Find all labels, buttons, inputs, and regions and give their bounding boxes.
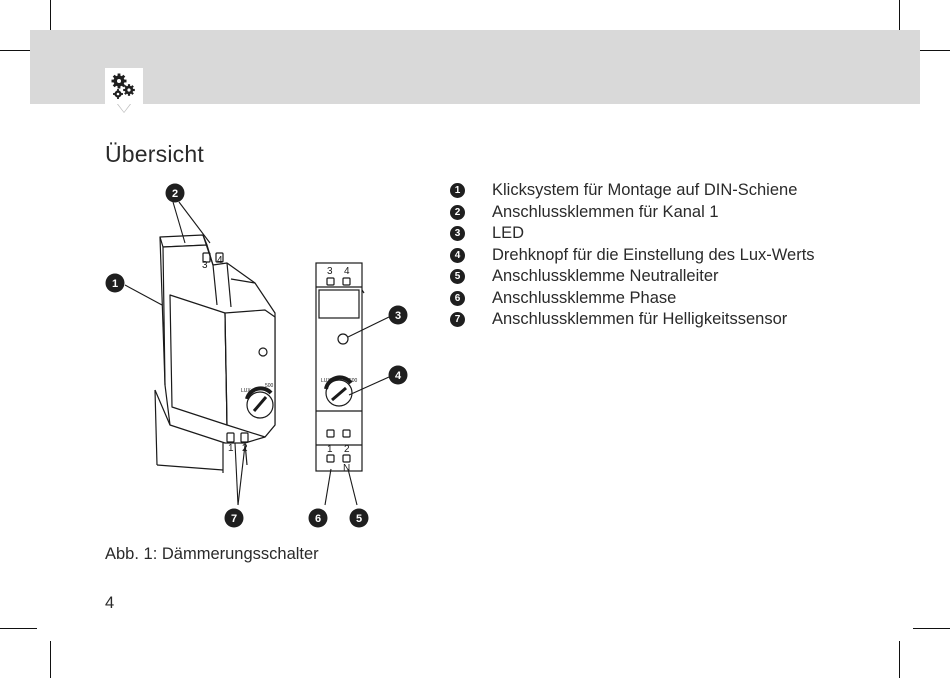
- badge-pointer: [118, 104, 130, 112]
- page-title: Übersicht: [105, 141, 204, 167]
- legend-text: LED: [492, 224, 525, 243]
- bottom-terminal-label-1: 1: [228, 443, 234, 454]
- gears-icon: [111, 73, 135, 99]
- svg-text:4: 4: [395, 370, 402, 382]
- legend-text: Anschlussklemmen für Kanal 1: [492, 202, 719, 221]
- page-number: 4: [105, 594, 115, 612]
- device-figure: 3 4 LUX 500 1 2 3 4 LUX 500 1: [95, 175, 425, 535]
- front-terminal-label-3: 3: [327, 266, 333, 277]
- lux-label: LUX: [241, 388, 251, 394]
- front-bottom-label-2: 2: [344, 444, 350, 455]
- svg-text:2: 2: [172, 188, 178, 200]
- device-illustration: 3 4 LUX 500 1 2 3 4 LUX 500 1: [105, 183, 408, 528]
- svg-text:6: 6: [315, 513, 321, 525]
- crop-mark: [50, 0, 51, 37]
- crop-mark: [899, 641, 900, 678]
- legend-item: 3 LED: [450, 223, 815, 245]
- callout-5: 5: [349, 508, 369, 528]
- crop-mark: [913, 628, 950, 629]
- front-neutral-label: N: [343, 463, 350, 474]
- legend-number-badge: 6: [450, 290, 465, 306]
- legend-item: 7 Anschlussklemmen für Helligkeitssensor: [450, 309, 815, 331]
- svg-text:1: 1: [112, 278, 118, 290]
- legend-item: 6 Anschlussklemme Phase: [450, 288, 815, 310]
- front-terminal-label-4: 4: [344, 266, 350, 277]
- terminal-label-3: 3: [202, 260, 208, 271]
- legend-number-badge: 4: [450, 247, 465, 263]
- crop-mark: [50, 641, 51, 678]
- header-band: [30, 30, 920, 104]
- legend-item: 4 Drehknopf für die Einstellung des Lux-W…: [450, 245, 815, 267]
- callout-7: 7: [224, 508, 244, 528]
- legend-number-badge: 3: [450, 226, 465, 242]
- crop-mark: [913, 50, 950, 51]
- legend-item: 1 Klicksystem für Montage auf DIN-Schiene: [450, 180, 815, 202]
- section-badge: [105, 68, 143, 104]
- front-lux-max-label: 500: [349, 378, 358, 384]
- callout-1: 1: [105, 273, 125, 293]
- legend-number-badge: 7: [450, 312, 465, 328]
- legend-text: Klicksystem für Montage auf DIN-Schiene: [492, 181, 798, 200]
- legend-item: 2 Anschlussklemmen für Kanal 1: [450, 202, 815, 224]
- legend-number-badge: 5: [450, 269, 465, 285]
- crop-mark: [0, 628, 37, 629]
- crop-mark: [899, 0, 900, 37]
- svg-text:3: 3: [395, 310, 401, 322]
- legend-text: Drehknopf für die Einstellung des Lux-We…: [492, 245, 815, 264]
- lux-max-label: 500: [265, 383, 274, 389]
- callout-3: 3: [388, 305, 408, 325]
- front-lux-label: LUX: [321, 378, 331, 384]
- legend-text: Anschlussklemme Phase: [492, 288, 677, 307]
- legend-number-badge: 2: [450, 204, 465, 220]
- legend-list: 1 Klicksystem für Montage auf DIN-Schiene…: [450, 180, 815, 331]
- legend-text: Anschlussklemmen für Helligkeitssensor: [492, 310, 788, 329]
- front-bottom-label-1: 1: [327, 444, 333, 455]
- svg-text:5: 5: [356, 513, 362, 525]
- callout-6: 6: [308, 508, 328, 528]
- crop-mark: [0, 50, 37, 51]
- legend-item: 5 Anschlussklemme Neutralleiter: [450, 266, 815, 288]
- legend-text: Anschlussklemme Neutralleiter: [492, 267, 719, 286]
- callout-2: 2: [165, 183, 185, 203]
- legend-number-badge: 1: [450, 183, 465, 199]
- figure-caption: Abb. 1: Dämmerungsschalter: [105, 545, 319, 563]
- terminal-label-4: 4: [217, 255, 223, 266]
- svg-text:7: 7: [231, 513, 237, 525]
- callout-4: 4: [388, 365, 408, 385]
